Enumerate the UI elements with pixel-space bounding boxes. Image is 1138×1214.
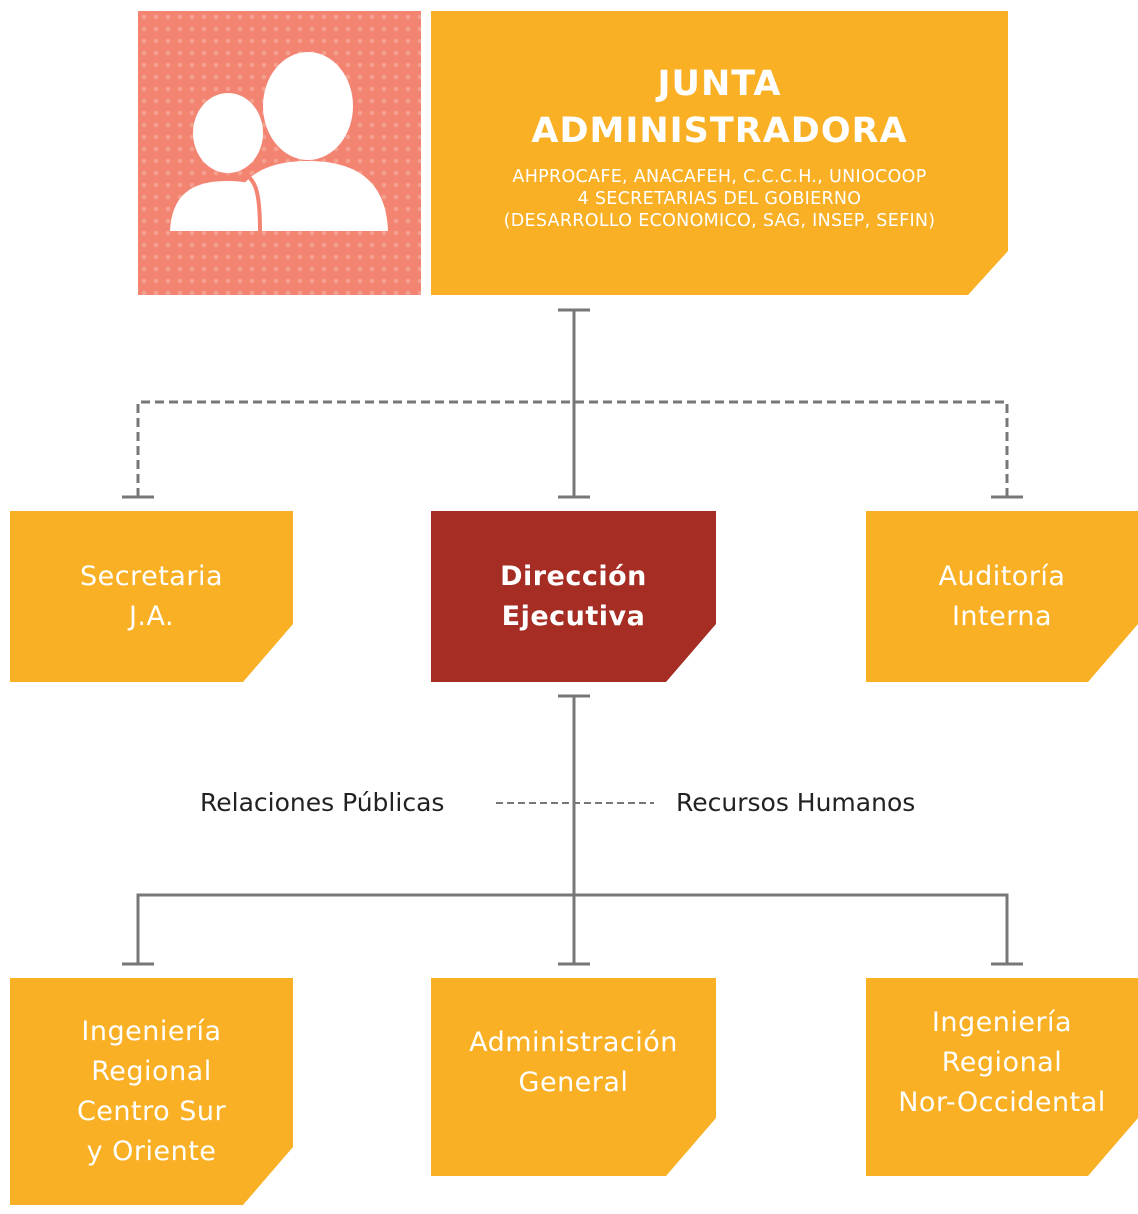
secretaria-label: Secretaria J.A. (80, 560, 223, 632)
auditoria-label: Auditoría Interna (938, 560, 1066, 632)
junta-administradora-box: JUNTA ADMINISTRADORA AHPROCAFE, ANACAFEH… (431, 11, 1008, 295)
junta-title: JUNTA ADMINISTRADORA (531, 64, 908, 151)
direccion-label: Dirección Ejecutiva (500, 560, 647, 632)
administracion-general-box: Administración General (431, 978, 716, 1176)
relaciones-publicas-label: Relaciones Públicas (200, 788, 445, 817)
administracion-label: Administración General (469, 1027, 678, 1098)
ingenieria-centro-sur-box: Ingeniería Regional Centro Sur y Oriente (10, 978, 293, 1205)
junta-members: AHPROCAFE, ANACAFEH, C.C.C.H., UNIOCOOP … (503, 167, 936, 231)
users-icon (170, 52, 388, 232)
ingenieria-nor-occidental-box: Ingeniería Regional Nor-Occidental (866, 978, 1138, 1176)
secretaria-box: Secretaria J.A. (10, 511, 293, 682)
direccion-ejecutiva-box: Dirección Ejecutiva (431, 511, 716, 682)
auditoria-box: Auditoría Interna (866, 511, 1138, 682)
users-icon-panel (138, 11, 421, 295)
ingenieria-sur-label: Ingeniería Regional Centro Sur y Oriente (76, 1015, 227, 1167)
recursos-humanos-label: Recursos Humanos (676, 788, 916, 817)
ingenieria-nor-label: Ingeniería Regional Nor-Occidental (898, 1007, 1106, 1118)
